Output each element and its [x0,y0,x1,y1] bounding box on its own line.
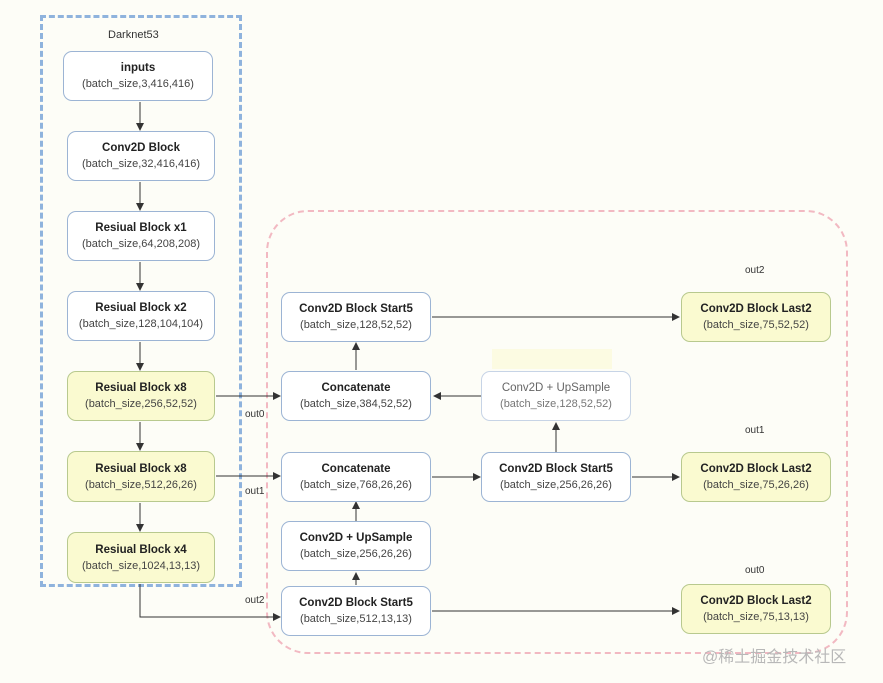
node-title: Resiual Block x4 [95,543,187,556]
node-shape: (batch_size,64,208,208) [81,238,201,250]
node-title: Resiual Block x1 [95,222,187,234]
node-concat-mid: Concatenate (batch_size,768,26,26) [281,452,431,502]
node-inputs: inputs (batch_size,3,416,416) [63,51,213,101]
edge-res4-start5-bot [139,584,281,621]
node-title: Resiual Block x8 [95,462,187,475]
node-shape: (batch_size,512,26,26) [85,478,197,491]
node-last2-bot: Conv2D Block Last2 (batch_size,75,13,13) [681,584,831,634]
node-shape: (batch_size,75,13,13) [703,611,809,623]
label-out0-left: out0 [245,409,265,420]
node-shape: (batch_size,128,52,52) [300,319,412,331]
node-res8-b: Resiual Block x8 (batch_size,512,26,26) [67,451,215,502]
node-shape: (batch_size,128,104,104) [78,318,204,330]
upsample-highlight [492,349,612,369]
node-start5-bot: Conv2D Block Start5 (batch_size,512,13,1… [281,586,431,636]
node-title: Conv2D + UpSample [501,382,611,394]
node-start5-mid: Conv2D Block Start5 (batch_size,256,26,2… [481,452,631,502]
node-shape: (batch_size,3,416,416) [82,78,194,90]
darknet53-group [40,15,242,587]
node-title: Conv2D Block Last2 [700,303,812,315]
node-title: Conv2D Block [102,142,180,154]
node-title: Conv2D Block Last2 [700,463,812,475]
node-shape: (batch_size,1024,13,13) [81,559,201,572]
node-shape: (batch_size,384,52,52) [300,398,412,410]
node-title: Concatenate [321,382,391,394]
node-shape: (batch_size,256,52,52) [85,398,197,410]
node-title: inputs [120,62,156,74]
label-out2-right: out2 [745,265,765,276]
node-last2-top: Conv2D Block Last2 (batch_size,75,52,52) [681,292,831,342]
node-upsample-top: Conv2D + UpSample (batch_size,128,52,52) [481,371,631,421]
label-out1-right: out1 [745,425,765,436]
node-res4: Resiual Block x4 (batch_size,1024,13,13) [67,532,215,583]
node-res1: Resiual Block x1 (batch_size,64,208,208) [67,211,215,261]
node-title: Concatenate [321,463,391,475]
node-last2-mid: Conv2D Block Last2 (batch_size,75,26,26) [681,452,831,502]
node-shape: (batch_size,256,26,26) [500,479,612,491]
node-title: Conv2D + UpSample [299,532,413,544]
node-shape: (batch_size,256,26,26) [300,548,412,560]
node-shape: (batch_size,75,26,26) [703,479,809,491]
yolo-head-group [266,210,848,654]
darknet53-title: Darknet53 [108,29,159,41]
node-title: Resiual Block x2 [95,302,187,314]
node-shape: (batch_size,768,26,26) [300,479,412,491]
node-shape: (batch_size,128,52,52) [500,398,612,410]
node-title: Conv2D Block Start5 [299,597,413,609]
node-res2: Resiual Block x2 (batch_size,128,104,104… [67,291,215,341]
label-out2-left: out2 [245,595,265,606]
node-title: Resiual Block x8 [95,382,187,394]
node-title: Conv2D Block Start5 [499,463,613,475]
node-upsample-mid: Conv2D + UpSample (batch_size,256,26,26) [281,521,431,571]
node-title: Conv2D Block Last2 [700,595,812,607]
label-out1-left: out1 [245,486,265,497]
watermark: @稀土掘金技术社区 [702,649,847,666]
node-concat-top: Concatenate (batch_size,384,52,52) [281,371,431,421]
node-res8-a: Resiual Block x8 (batch_size,256,52,52) [67,371,215,421]
node-conv2d-block: Conv2D Block (batch_size,32,416,416) [67,131,215,181]
node-shape: (batch_size,75,52,52) [703,319,809,331]
node-start5-top: Conv2D Block Start5 (batch_size,128,52,5… [281,292,431,342]
node-shape: (batch_size,32,416,416) [81,158,201,170]
node-shape: (batch_size,512,13,13) [300,613,412,625]
node-title: Conv2D Block Start5 [299,303,413,315]
label-out0-right: out0 [745,565,765,576]
